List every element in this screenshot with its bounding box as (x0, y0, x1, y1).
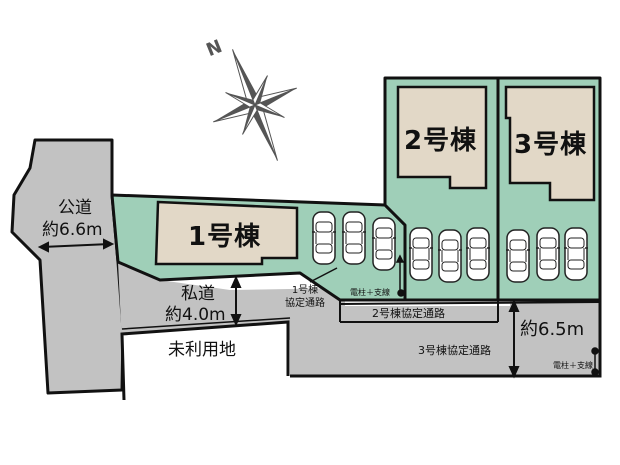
utility-pole-1-label: 電柱＋支線 (350, 288, 390, 297)
public-road-width: 約6.6m (42, 220, 103, 240)
parking-space-1c (371, 217, 397, 271)
shared-road-1-line2: 協定通路 (285, 297, 325, 309)
public-road-name: 公道 (58, 198, 92, 218)
house-2 (396, 85, 488, 190)
shared-road-1-line1: 1号棟 (291, 285, 319, 296)
shared-road-3-label: 3号棟協定通路 (418, 344, 491, 357)
private-road-name: 私道 (181, 284, 215, 304)
lot-3-label: 3号棟 (514, 130, 588, 160)
shared-road-2-label: 2号棟協定通路 (372, 307, 445, 320)
private-road (118, 262, 600, 376)
parking-space-2a (408, 227, 434, 281)
utility-pole-2-marker (591, 347, 599, 376)
parking-space-3c (563, 227, 589, 281)
public-road (10, 138, 125, 395)
parking-space-3a (505, 229, 531, 283)
parking-space-2b (437, 229, 463, 283)
shared-road-1-label: 1号棟 協定通路 (285, 285, 325, 310)
parking-space-1a (311, 211, 337, 265)
unused-land (122, 322, 288, 400)
parking-space-2c (465, 227, 491, 281)
parking-space-3b (535, 227, 561, 281)
private-road-width-arrow (230, 275, 242, 327)
utility-pole-1-marker (309, 254, 405, 297)
compass-rose-icon (213, 49, 297, 161)
lot-2-label: 2号棟 (404, 126, 478, 156)
lot-1-label: 1号棟 (188, 222, 262, 252)
shared-road-3-width-arrow (508, 299, 520, 379)
shared-road-3-width: 約6.5m (520, 319, 585, 340)
unused-land-label: 未利用地 (168, 340, 236, 360)
public-road-width-arrow (37, 238, 115, 253)
parking-space-1b (341, 211, 367, 265)
house-3 (504, 85, 596, 202)
private-road-width: 約4.0m (165, 305, 226, 325)
house-1 (154, 200, 299, 266)
utility-pole-2-label: 電柱＋支線 (553, 361, 593, 370)
